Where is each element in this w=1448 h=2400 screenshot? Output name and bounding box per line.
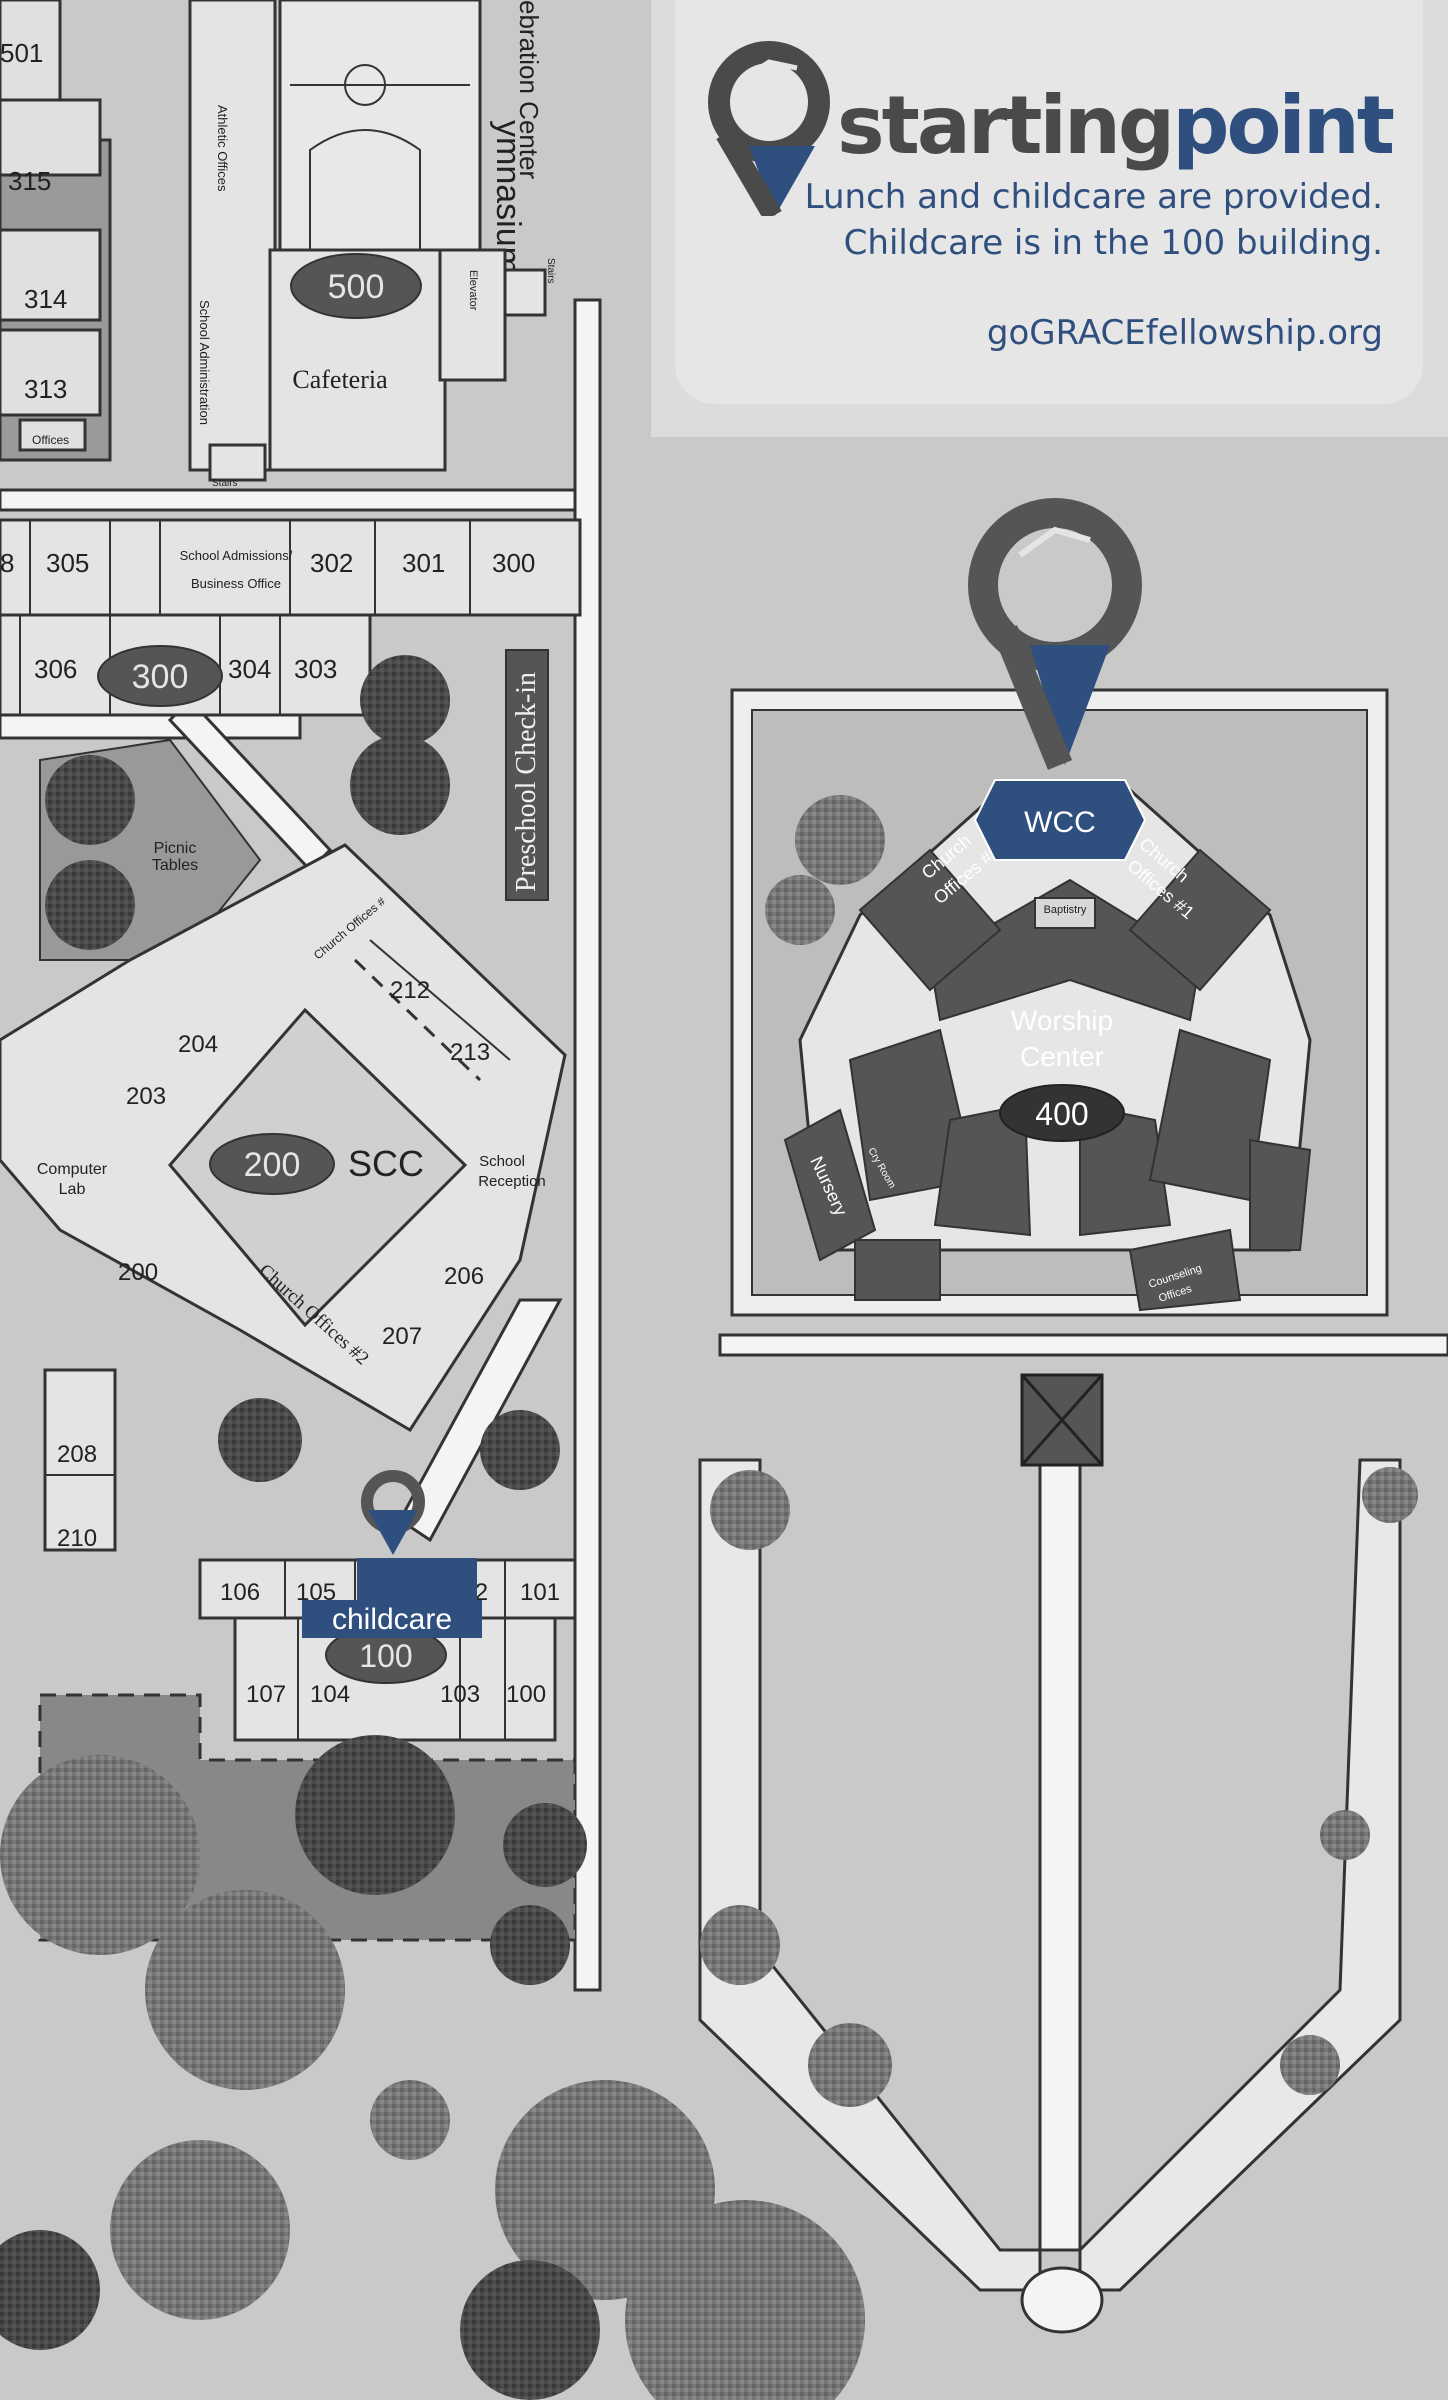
room-107: 107 [246,1681,286,1708]
building-400-number: 400 [1035,1096,1088,1132]
school-admissions-label-1: School Admissions/ [180,548,293,563]
room-210: 210 [57,1525,97,1552]
elevator-label: Elevator [467,270,479,311]
preschool-bar [505,649,549,901]
room-208: 208 [57,1441,97,1468]
room-301: 301 [402,548,445,578]
promo-panel: startingpoint Lunch and childcare are pr… [651,0,1448,437]
wcc-highlight [973,779,1147,861]
room-212: 212 [390,977,430,1004]
building-200-number: 200 [244,1146,301,1184]
brand-wordmark: startingpoint [837,86,1395,166]
baptistry-label: Baptistry [1044,904,1087,916]
celebration-center-label: ebration Center [514,0,544,180]
building-100-number: 100 [359,1638,412,1674]
starting-point-logo-icon [708,41,830,216]
picnic-label-2: Tables [152,857,198,874]
computer-lab-label-2: Lab [59,1181,86,1198]
school-admin-label: School Administration [197,300,212,425]
brand-part-1: starting [837,79,1175,172]
cafeteria-label: Cafeteria [292,365,388,394]
wcc-pin-icon [968,498,1142,770]
building-208-210 [43,1368,117,1552]
worship-center-label-2: Center [1020,1041,1104,1072]
promo-line-2: Childcare is in the 100 building. [843,223,1383,263]
worship-center-label-1: Worship [1011,1005,1113,1036]
offices-small-label: Offices [32,433,69,447]
stairs-label: Stairs [545,258,556,284]
room-300: 300 [492,548,535,578]
stairs-label-2: Stairs [212,478,238,489]
room-314: 314 [24,284,67,314]
scc-label: SCC [348,1143,424,1184]
room-306: 306 [34,654,77,684]
walkways [0,298,1448,2252]
building-500-number: 500 [328,268,385,306]
roundabout [1020,2266,1104,2334]
computer-lab-label-1: Computer [37,1161,108,1178]
childcare-pin-icon [361,1470,425,1555]
trees [0,655,1418,2400]
school-reception-label-2: Reception [478,1173,546,1190]
athletic-offices-label: Athletic Offices [215,105,230,192]
room-101: 101 [520,1579,560,1606]
school-reception-label-1: School [479,1153,525,1170]
room-204: 204 [178,1031,218,1058]
room-104: 104 [310,1681,350,1708]
room-8: 8 [0,548,14,578]
room-303: 303 [294,654,337,684]
childcare-banner [302,1600,482,1638]
room-103: 103 [440,1681,480,1708]
room-302: 302 [310,548,353,578]
gymnasium-area: ymnasium ebration Center [278,0,544,275]
wcc-label: WCC [1024,806,1096,839]
room-213: 213 [450,1039,490,1066]
school-admissions-label-2: Business Office [191,576,281,591]
room-106: 106 [220,1579,260,1606]
childcare-highlight [357,1558,477,1600]
promo-card: startingpoint Lunch and childcare are pr… [675,0,1423,404]
brand-part-2: point [1172,79,1395,172]
building-300-north [0,0,112,462]
room-200: 200 [118,1259,158,1286]
promo-line-1: Lunch and childcare are provided. [804,177,1383,217]
picnic-label-1: Picnic [154,840,197,857]
room-501: 501 [0,38,43,68]
room-207: 207 [382,1323,422,1350]
room-315: 315 [8,166,51,196]
room-304: 304 [228,654,271,684]
room-206: 206 [444,1263,484,1290]
preschool-checkin-label: Preschool Check-in [511,672,542,892]
parking-left [698,1458,1042,2292]
room-203: 203 [126,1083,166,1110]
website-link[interactable]: goGRACEfellowship.org [986,313,1383,353]
room-100: 100 [506,1681,546,1708]
childcare-label: childcare [332,1603,452,1636]
building-300-number: 300 [132,658,189,696]
room-313: 313 [24,374,67,404]
room-305: 305 [46,548,89,578]
